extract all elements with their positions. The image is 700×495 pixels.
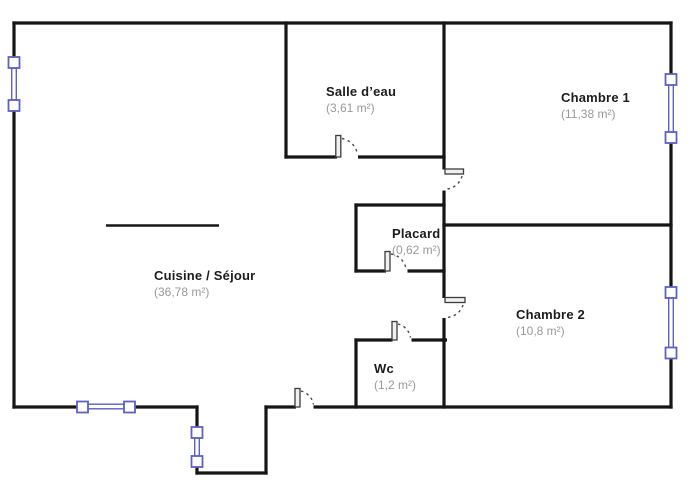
- room-label-chambre-1: Chambre 1 (11,38 m²): [561, 90, 630, 122]
- window-frame-end: [664, 286, 678, 299]
- window-frame-end: [7, 99, 21, 112]
- window-living-bottom-wall: [76, 400, 136, 414]
- room-name: Chambre 2: [516, 307, 585, 322]
- window-frame-end: [76, 400, 89, 414]
- room-name: Chambre 1: [561, 90, 630, 105]
- window-glass: [668, 84, 675, 133]
- windows: [7, 56, 678, 468]
- window-frame-end: [123, 400, 136, 414]
- window-chambre-1-right-wall: [664, 73, 678, 144]
- window-frame-end: [664, 73, 678, 86]
- room-area: (11,38 m²): [561, 106, 616, 121]
- window-frame-end: [664, 346, 678, 360]
- room-area: (0,62 m²): [392, 242, 441, 257]
- room-area: (3,61 m²): [326, 100, 375, 115]
- door-swing-chambre-1: [446, 175, 463, 190]
- window-chambre-2-right-wall: [664, 286, 678, 360]
- door-swings: [300, 137, 464, 405]
- room-area: (36,78 m²): [154, 284, 210, 299]
- door-swing-wc: [397, 323, 412, 338]
- door-leaf-entrance: [294, 387, 301, 408]
- room-label-chambre-2: Chambre 2 (10,8 m²): [516, 307, 585, 339]
- room-area: (10,8 m²): [516, 323, 565, 338]
- window-glass: [193, 437, 200, 457]
- door-swing-salle-deau: [341, 137, 359, 156]
- door-leaf-placard: [384, 250, 391, 272]
- room-label-wc: Wc (1,2 m²): [374, 361, 416, 393]
- window-frame-end: [190, 455, 204, 468]
- window-glass: [87, 403, 125, 410]
- door-leaf-wc: [391, 320, 398, 341]
- door-leaf-chambre-1: [444, 168, 465, 175]
- door-leaf-salle-deau: [335, 134, 342, 158]
- window-frame-end: [664, 131, 678, 144]
- window-living-left-wall: [7, 56, 21, 112]
- room-name: Placard: [392, 226, 441, 241]
- room-name: Cuisine / Séjour: [154, 268, 256, 283]
- door-swing-chambre-2: [446, 304, 464, 319]
- door-leaves: [294, 134, 466, 408]
- window-glass: [668, 297, 675, 349]
- room-label-cuisine-sejour: Cuisine / Séjour (36,78 m²): [154, 268, 256, 300]
- door-swing-placard: [390, 253, 407, 269]
- room-label-placard: Placard (0,62 m²): [392, 226, 441, 258]
- window-frame-end: [7, 56, 21, 69]
- room-area: (1,2 m²): [374, 377, 416, 392]
- window-recess-left-wall: [190, 426, 204, 468]
- room-label-salle-deau: Salle d’eau (3,61 m²): [326, 84, 397, 116]
- window-frame-end: [190, 426, 204, 439]
- door-swing-entrance: [300, 390, 315, 405]
- room-name: Salle d’eau: [326, 84, 397, 99]
- window-glass: [10, 67, 17, 101]
- door-leaf-chambre-2: [444, 296, 466, 304]
- room-name: Wc: [374, 361, 394, 376]
